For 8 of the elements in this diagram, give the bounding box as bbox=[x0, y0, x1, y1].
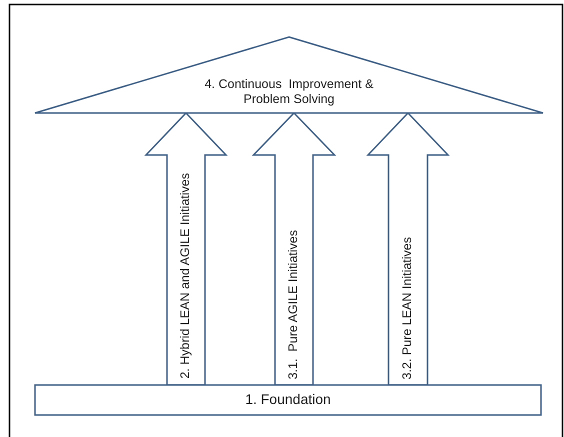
block-arrow bbox=[144, 112, 228, 386]
arrow-label: 3.2. Pure LEAN Initiatives bbox=[400, 236, 415, 379]
arrow-label: 2. Hybrid LEAN and AGILE Initiatives bbox=[178, 173, 193, 379]
block-arrow bbox=[366, 112, 450, 386]
roof-label: 4. Continuous Improvement & Problem Solving bbox=[204, 77, 374, 107]
foundation-label: 1. Foundation bbox=[244, 392, 332, 407]
arrow-label: 3.1. Pure AGILE Initiatives bbox=[286, 230, 301, 379]
block-arrow bbox=[252, 112, 336, 386]
